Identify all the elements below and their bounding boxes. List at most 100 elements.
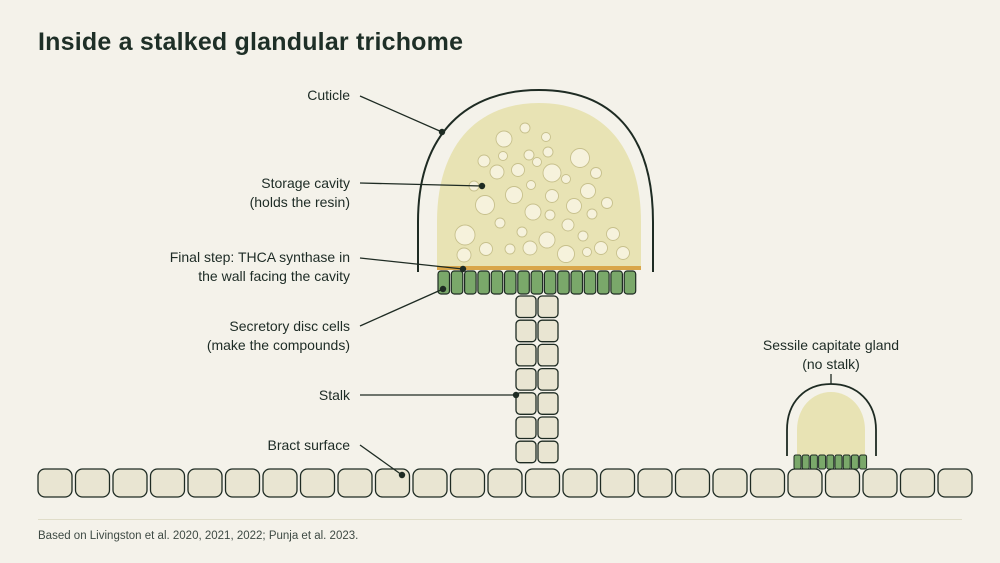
disc-cell [450,270,464,295]
stalk-cell [515,295,537,319]
bract-cell [674,468,711,498]
resin-droplet [524,203,542,221]
sessile-disc-cell [859,454,868,470]
sessile-disc-cell [834,454,843,470]
sessile-gland-head [797,392,865,455]
storage-cavity-leader [359,182,483,187]
stalk-cell [537,343,559,367]
bract-cell [787,468,823,498]
resin-droplet [495,130,513,148]
bract-cell [824,468,861,498]
storage-cavity-dot [478,182,486,190]
bract-surface-cells [37,468,973,498]
disc-cell [583,270,597,295]
stalk-cell [515,440,537,464]
resin-droplet [616,246,630,260]
bract-cell [599,468,636,498]
bract-surface-leader [359,444,403,476]
secretory-disc-dot [439,285,447,293]
resin-droplet [454,224,476,246]
resin-droplet [542,163,562,183]
resin-droplets [454,122,630,263]
secretory-disc-cells [437,270,637,295]
disc-cell [490,270,504,295]
resin-droplet [586,208,598,220]
resin-droplet [498,151,508,161]
stalk-cell [537,367,559,391]
resin-droplet [566,198,582,214]
disc-cell [517,270,530,295]
resin-droplet [594,241,608,255]
resin-droplet [532,157,542,167]
secretory-disc-leader [359,288,444,327]
sessile-disc-cell [801,454,810,470]
final-step-dot [459,265,467,273]
resin-droplet [516,226,528,238]
stalk-cell [537,319,559,343]
resin-droplet [580,183,596,199]
stalk-cell [537,416,559,440]
resin-droplet [570,148,590,168]
sessile-disc-cell [793,454,802,470]
resin-droplet [590,167,602,179]
bract-cell [37,468,73,498]
thca-synthase-layer [437,266,641,270]
bract-cell [637,468,673,498]
cuticle-label: Cuticle [307,87,350,103]
secretory-disc-label: Secretory disc cells (make the compounds… [206,318,350,353]
disc-cell [623,270,637,295]
bract-cell [337,468,373,498]
final-step-leader [359,257,464,270]
disc-cell [464,270,477,295]
bract-cell [749,468,786,498]
bract-cell [149,468,186,498]
bract-surface-label: Bract surface [267,437,350,453]
bract-cell [299,468,336,498]
resin-droplet [494,217,506,229]
bract-cell [262,468,298,498]
resin-droplet [561,174,571,184]
stalk-cell [537,440,559,464]
resin-droplet [538,231,556,249]
bract-cell [74,468,111,498]
resin-droplet [523,149,535,161]
stalk-label: Stalk [318,387,350,403]
resin-droplet [545,189,559,203]
bract-cell [449,468,486,498]
sessile-disc-cell [842,454,851,470]
resin-droplet [526,180,536,190]
stalk-cell [515,319,537,343]
final-step-label: Final step: THCA synthase in the wall fa… [169,249,350,284]
diagram-title: Inside a stalked glandular trichome [38,28,464,56]
resin-droplet [504,243,516,255]
disc-cell [477,270,490,295]
stalk-dot [512,391,520,399]
bract-cell [899,468,936,498]
disc-cell [596,270,610,295]
bract-cell [524,468,561,498]
stalk-cell [537,295,559,319]
resin-droplet [477,154,491,168]
bract-cell [712,468,748,498]
bract-cell [412,468,448,498]
sessile-disc-cell [826,454,835,470]
source-note: Based on Livingston et al. 2020, 2021, 2… [38,530,359,542]
resin-droplet [475,195,495,215]
resin-droplet [542,146,554,158]
disc-cell [570,270,584,295]
bract-cell [487,468,523,498]
cuticle-membrane [417,88,654,272]
resin-droplet [601,197,613,209]
resin-droplet [557,245,575,263]
resin-droplet [489,164,505,180]
sessile-disc-cells [793,454,868,470]
sessile-disc-cell [809,454,818,470]
resin-droplet [541,132,551,142]
stalk-cell [537,392,559,415]
stalk-cell [515,367,537,391]
resin-droplet [577,230,589,242]
resin-droplet [522,240,538,256]
cuticle-leader [359,95,443,133]
resin-droplet [519,122,531,134]
